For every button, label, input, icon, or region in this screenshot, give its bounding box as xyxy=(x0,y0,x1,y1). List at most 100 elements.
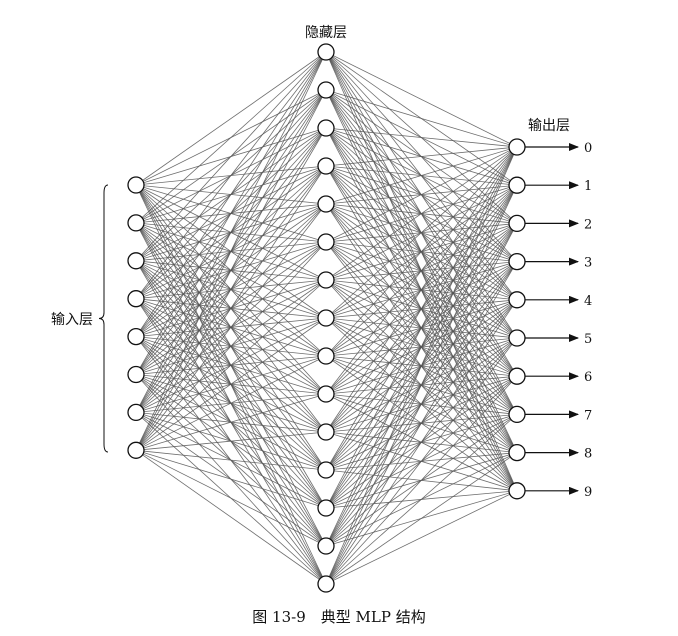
input-hidden-connection xyxy=(135,51,327,186)
hidden-output-connection xyxy=(325,337,518,585)
hidden-output-connection xyxy=(325,146,518,243)
hidden-output-connection xyxy=(325,146,518,547)
output-neuron xyxy=(508,214,526,233)
input-neuron xyxy=(127,214,145,232)
input-neuron xyxy=(127,403,145,422)
mlp-diagram: 隐藏层 输出层 输入层 0 1 2 3 4 5 6 7 8 9 xyxy=(51,25,592,593)
output-neuron xyxy=(508,329,526,347)
output-digit-label: 8 xyxy=(584,447,592,462)
input-hidden-connection xyxy=(135,89,327,451)
input-hidden-connection xyxy=(135,449,327,471)
output-neuron xyxy=(508,367,526,385)
input-hidden-connection xyxy=(135,51,327,337)
input-hidden-connection xyxy=(135,393,327,451)
figure-caption: 图 13-9 典型 MLP 结构 xyxy=(252,608,426,626)
input-hidden-connection xyxy=(135,317,327,451)
hidden-output-connection xyxy=(325,414,518,585)
hidden-neuron xyxy=(317,461,335,479)
hidden-output-connection xyxy=(325,490,518,585)
output-neuron xyxy=(508,291,526,309)
input-hidden-connection xyxy=(135,51,327,375)
input-brace xyxy=(98,184,109,453)
input-hidden-connection xyxy=(135,449,327,509)
input-hidden-connection xyxy=(135,51,327,413)
hidden-neuron xyxy=(317,309,335,327)
input-hidden-connection xyxy=(135,51,327,224)
input-hidden-connection xyxy=(135,449,327,585)
output-neuron xyxy=(508,443,526,462)
hidden-output-connection xyxy=(325,146,518,319)
hidden-neuron xyxy=(317,233,335,251)
input-hidden-connection xyxy=(135,279,327,451)
hidden-neuron xyxy=(317,195,335,213)
hidden-neuron xyxy=(317,537,335,555)
output-digit-label: 5 xyxy=(584,332,592,347)
output-layer-label: 输出层 xyxy=(528,118,570,134)
hidden-output-connection xyxy=(325,261,518,585)
input-hidden-connection xyxy=(135,203,327,451)
hidden-neuron xyxy=(317,81,335,99)
hidden-output-connection xyxy=(325,146,518,585)
hidden-neuron xyxy=(317,423,335,441)
hidden-output-connection xyxy=(325,375,518,585)
output-neuron xyxy=(508,482,526,500)
hidden-output-connection xyxy=(325,146,518,281)
output-neuron xyxy=(508,252,526,271)
output-digit-label: 4 xyxy=(584,294,592,309)
input-neuron xyxy=(127,252,145,270)
output-neuron xyxy=(508,176,526,194)
hidden-output-connection xyxy=(325,89,518,148)
output-digit-label: 7 xyxy=(584,408,592,423)
input-neuron xyxy=(127,176,145,194)
hidden-layer-label: 隐藏层 xyxy=(305,25,347,41)
hidden-output-connection xyxy=(325,146,518,433)
output-digit-label: 0 xyxy=(584,141,592,156)
input-neuron xyxy=(127,365,145,384)
hidden-output-connection xyxy=(325,146,518,509)
hidden-output-connection xyxy=(325,127,518,148)
input-neuron xyxy=(127,441,145,459)
brace-path xyxy=(98,184,109,453)
hidden-output-connection xyxy=(325,452,518,585)
input-hidden-connection xyxy=(135,51,327,299)
output-arrows xyxy=(525,143,579,495)
output-digit-label: 9 xyxy=(584,485,592,500)
hidden-output-connection xyxy=(325,51,518,148)
output-digit-labels: 0 1 2 3 4 5 6 7 8 9 xyxy=(584,141,592,500)
hidden-neuron xyxy=(317,119,335,137)
hidden-neuron xyxy=(317,385,335,403)
hidden-output-connection xyxy=(325,299,518,585)
hidden-output-connection xyxy=(325,146,518,167)
hidden-neuron xyxy=(317,157,335,175)
input-neuron xyxy=(127,290,145,308)
hidden-neuron xyxy=(317,271,335,289)
hidden-output-connection xyxy=(325,146,518,205)
connections xyxy=(135,51,518,585)
output-digit-label: 2 xyxy=(584,217,592,232)
hidden-neuron xyxy=(317,499,335,517)
hidden-neuron xyxy=(317,575,335,593)
output-digit-label: 6 xyxy=(584,370,592,385)
input-hidden-connection xyxy=(135,449,327,547)
input-hidden-connection xyxy=(135,241,327,451)
hidden-output-connection xyxy=(325,223,518,585)
neurons xyxy=(127,43,526,593)
input-hidden-connection xyxy=(135,431,327,451)
hidden-neuron xyxy=(317,43,335,61)
output-digit-label: 1 xyxy=(584,179,592,194)
hidden-output-connection xyxy=(325,146,518,357)
hidden-output-connection xyxy=(325,146,518,471)
input-hidden-connection xyxy=(135,127,327,451)
input-hidden-connection xyxy=(135,355,327,451)
output-neuron xyxy=(508,138,526,156)
input-hidden-connection xyxy=(135,165,327,451)
hidden-output-connection xyxy=(325,146,518,395)
input-layer-label: 输入层 xyxy=(51,312,93,328)
input-neuron xyxy=(127,327,145,346)
input-hidden-connection xyxy=(135,51,327,262)
output-neuron xyxy=(508,405,526,424)
hidden-output-connection xyxy=(325,185,518,585)
hidden-neuron xyxy=(317,347,335,365)
input-hidden-connection xyxy=(135,51,327,451)
output-digit-label: 3 xyxy=(584,256,592,271)
